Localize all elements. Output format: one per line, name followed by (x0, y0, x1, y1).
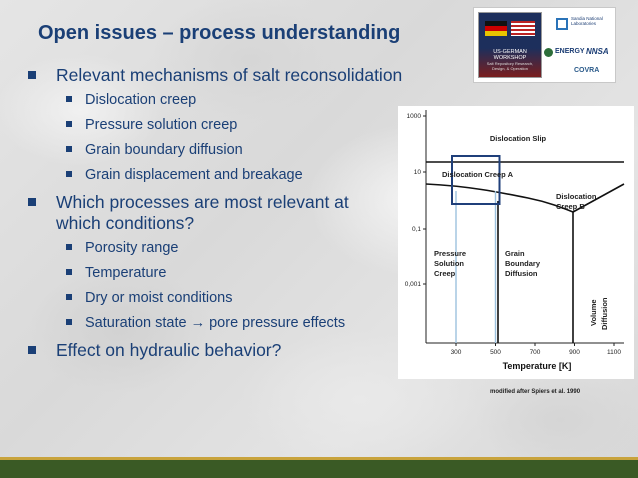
x-tick-label: 900 (569, 349, 580, 356)
slide-title: Open issues – process understanding (38, 22, 401, 44)
sub-bullet-temperature: Temperature (22, 264, 442, 282)
footer-gold-stripe (0, 457, 638, 460)
sub-bullet-saturation: Saturation state → pore pressure effects (22, 314, 442, 332)
x-tick-label: 300 (451, 349, 462, 356)
bullet-hydraulic: Effect on hydraulic behavior? (22, 340, 442, 361)
region-label-creep-b: Dislocation (556, 192, 597, 201)
sub-bullet-grain-displacement: Grain displacement and breakage (22, 166, 442, 184)
workshop-logo: US-GERMAN WORKSHOP Salt Repository Resea… (478, 12, 542, 78)
highlight-box (451, 155, 501, 205)
energy-logo-text: ENERGY (555, 48, 585, 55)
sub-bullet-dislocation-creep: Dislocation creep (22, 91, 442, 109)
sub-bullets-mechanisms: Dislocation creep Pressure solution cree… (22, 91, 442, 184)
y-tick-label: 0,001 (405, 281, 422, 288)
german-flag-icon (485, 21, 507, 36)
x-tick-label: 1100 (607, 349, 621, 356)
covra-logo-text: COVRA (574, 67, 600, 74)
x-tick-label: 700 (530, 349, 541, 356)
region-label-pressure-solution: Creep (434, 269, 456, 278)
sub-bullet-pressure-solution: Pressure solution creep (22, 116, 442, 134)
deformation-map-svg: 1000 10 0,1 0,001 300 500 700 900 1100Temperatur… (405, 110, 625, 371)
region-label-grain-boundary: Grain (505, 249, 525, 258)
figure-citation: modified after Spiers et al. 1990 (490, 389, 581, 395)
sandia-logo-text: Sandia National Laboratories (571, 16, 603, 26)
sub-bullet-porosity: Porosity range (22, 239, 442, 257)
region-label-creep-b: Creep B (556, 202, 585, 211)
boundary-creep-curve (425, 183, 574, 213)
region-label-creep-a: Dislocation Creep A (442, 170, 514, 179)
y-tick-label: 1000 (407, 113, 422, 120)
logo-panel: US-GERMAN WORKSHOP Salt Repository Resea… (473, 7, 616, 83)
nnsa-logo-text: NNSA (586, 47, 609, 56)
region-label-dislocation-slip: Dislocation Slip (490, 134, 547, 143)
workshop-subtitle: Salt Repository Research, Design, & Oper… (486, 61, 534, 71)
sandia-logo-icon (556, 18, 568, 30)
region-label-grain-boundary: Diffusion (505, 269, 538, 278)
region-label-pressure-solution: Pressure (434, 249, 466, 258)
x-tick-label: 500 (490, 349, 501, 356)
region-label-pressure-solution: Solution (434, 259, 464, 268)
region-label-volume-diffusion: Volume (589, 299, 598, 326)
x-axis-title: Temperature [K] (503, 361, 572, 371)
y-tick-label: 10 (414, 169, 422, 176)
bullet-list: Relevant mechanisms of salt reconsolidat… (22, 65, 442, 366)
boundary-creep-b (572, 183, 625, 213)
doe-seal-icon (544, 48, 553, 57)
workshop-title: US-GERMAN WORKSHOP (493, 49, 527, 61)
y-tick-label: 0,1 (412, 226, 421, 233)
us-flag-icon (511, 21, 535, 36)
sub-bullet-dry-moist: Dry or moist conditions (22, 289, 442, 307)
region-label-grain-boundary: Boundary (505, 259, 541, 268)
region-label-volume-diffusion: Diffusion (600, 297, 609, 330)
sub-bullet-grain-boundary: Grain boundary diffusion (22, 141, 442, 159)
footer-bar (0, 457, 638, 478)
bullet-processes: Which processes are most relevant at whi… (22, 192, 366, 234)
bullet-mechanisms: Relevant mechanisms of salt reconsolidat… (22, 65, 442, 86)
sub-bullets-processes: Porosity range Temperature Dry or moist … (22, 239, 442, 332)
